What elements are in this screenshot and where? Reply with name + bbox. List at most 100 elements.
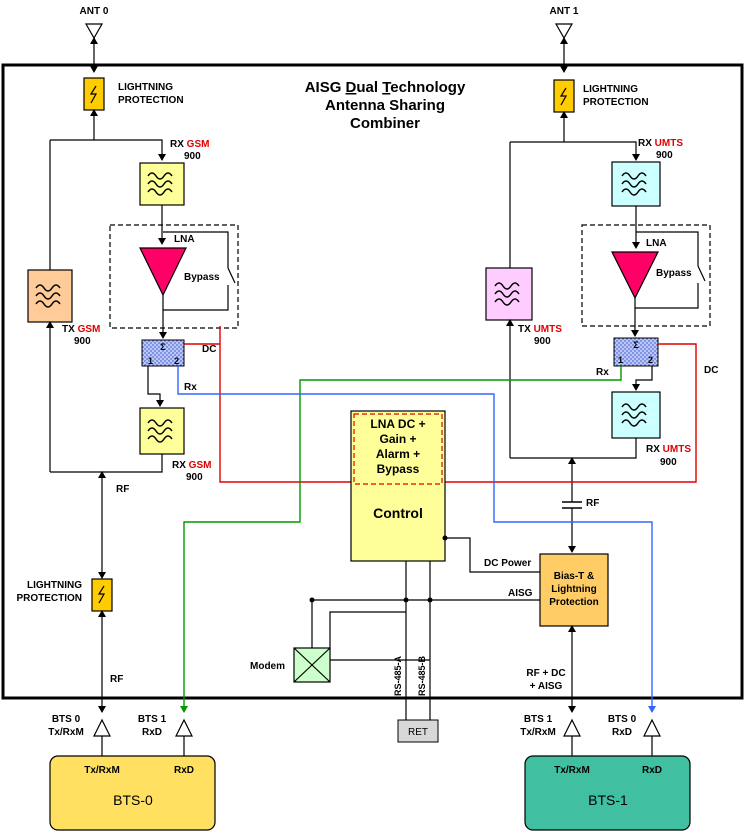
rf-label-left-2: RF: [110, 674, 123, 685]
rx-umts-filter: RX UMTS 900: [611, 138, 683, 207]
svg-text:PROTECTION: PROTECTION: [16, 593, 82, 604]
control-block: LNA DC + Gain + Alarm + Bypass Control: [350, 410, 446, 562]
rx-gsm-filter-2: RX GSM 900: [139, 407, 211, 483]
svg-text:Gain +: Gain +: [379, 432, 416, 446]
svg-text:BTS-1: BTS-1: [588, 792, 628, 808]
amplifier-icon: [139, 247, 187, 297]
svg-text:LNA: LNA: [646, 238, 667, 249]
svg-text:ANT 1: ANT 1: [550, 6, 579, 17]
svg-text:900: 900: [74, 336, 91, 347]
port-bts0-txrxm: BTS 0 Tx/RxM: [48, 714, 111, 756]
rf-label-right: RF: [586, 498, 599, 509]
svg-text:LNA: LNA: [174, 234, 195, 245]
rx-umts-filter-2: RX UMTS 900: [611, 391, 691, 468]
lna-bypass-box: [109, 224, 239, 329]
svg-text:Control: Control: [373, 505, 423, 521]
lightning-icon: [97, 585, 106, 604]
bypass-gsm: Bypass: [163, 231, 236, 311]
svg-text:RX UMTS: RX UMTS: [646, 444, 691, 455]
svg-text:Antenna Sharing: Antenna Sharing: [325, 97, 445, 114]
antenna-port-icon: [563, 718, 581, 737]
rs485b-label: RS-485-B: [417, 655, 427, 696]
amplifier-icon: [611, 251, 659, 300]
rs485a-label: RS-485-A: [393, 655, 403, 696]
antenna-0: ANT 0: [80, 6, 109, 73]
modem: Modem: [250, 647, 331, 683]
antenna-1: ANT 1: [550, 6, 579, 73]
svg-text:RET: RET: [408, 727, 428, 738]
svg-text:900: 900: [186, 472, 203, 483]
bts-1: Tx/RxM RxD BTS-1: [524, 755, 691, 831]
svg-text:TX UMTS: TX UMTS: [518, 324, 562, 335]
svg-text:900: 900: [656, 150, 673, 161]
dc-label-left: DC: [202, 344, 216, 355]
svg-text:PROTECTION: PROTECTION: [583, 97, 649, 108]
svg-text:Tx/RxM: Tx/RxM: [520, 727, 556, 738]
lna-bypass-box-right: [581, 224, 711, 327]
antenna-1-icon: [554, 23, 574, 40]
ret-connector: RET: [397, 719, 439, 743]
svg-text:RxD: RxD: [174, 765, 194, 776]
svg-text:PROTECTION: PROTECTION: [118, 95, 184, 106]
combiner-enclosure: [1, 63, 744, 700]
bias-t-block: Bias-T & Lightning Protection: [539, 553, 609, 627]
svg-text:RxD: RxD: [642, 765, 662, 776]
svg-text:LNA DC +: LNA DC +: [370, 417, 425, 431]
combiner-gsm: Σ 1 2: [141, 339, 185, 367]
svg-text:BTS 0: BTS 0: [608, 714, 637, 725]
bts-0: Tx/RxM RxD BTS-0: [49, 755, 216, 831]
dc-label-right: DC: [704, 365, 718, 376]
svg-text:+ AISG: + AISG: [530, 681, 563, 692]
svg-text:900: 900: [184, 151, 201, 162]
rx-label-right: Rx: [596, 367, 609, 378]
svg-text:RxD: RxD: [142, 727, 162, 738]
svg-text:LIGHTNING: LIGHTNING: [583, 84, 638, 95]
svg-text:BTS 1: BTS 1: [524, 714, 553, 725]
antenna-port-icon: [93, 718, 111, 737]
svg-text:Σ: Σ: [633, 340, 639, 350]
svg-text:BTS 0: BTS 0: [52, 714, 81, 725]
rx-gsm-filter: RX GSM 900: [139, 139, 209, 206]
svg-text:Bypass: Bypass: [377, 462, 420, 476]
svg-text:BTS 1: BTS 1: [138, 714, 167, 725]
svg-text:1: 1: [618, 355, 623, 365]
svg-text:TX GSM: TX GSM: [62, 324, 100, 335]
signal-line-green: [180, 366, 622, 713]
svg-text:LIGHTNING: LIGHTNING: [118, 82, 173, 93]
title: AISG Dual Technology Antenna Sharing Com…: [305, 79, 466, 132]
svg-text:Protection: Protection: [549, 597, 598, 608]
antenna-0-icon: [84, 23, 104, 40]
antenna-port-icon: [175, 718, 193, 737]
svg-text:2: 2: [174, 356, 179, 366]
lightning-icon: [559, 87, 568, 106]
antenna-port-icon: [643, 718, 661, 737]
svg-text:RX UMTS: RX UMTS: [638, 138, 683, 149]
svg-text:Σ: Σ: [160, 342, 166, 352]
svg-text:Combiner: Combiner: [350, 115, 420, 132]
svg-text:LIGHTNING: LIGHTNING: [27, 580, 82, 591]
lightning-protection-ant1: LIGHTNING PROTECTION: [553, 79, 649, 113]
dc-line-red: [219, 326, 697, 483]
tx-umts-filter: TX UMTS 900: [485, 267, 562, 347]
svg-text:AISG Dual Technology: AISG Dual Technology: [305, 79, 466, 96]
svg-text:Lightning: Lightning: [551, 584, 597, 595]
lna-gsm: LNA: [139, 234, 195, 297]
svg-text:Tx/RxM: Tx/RxM: [48, 727, 84, 738]
lightning-protection-ant0: LIGHTNING PROTECTION: [83, 77, 184, 111]
rf-label-left: RF: [116, 484, 129, 495]
bypass-umts: Bypass: [635, 231, 706, 309]
svg-text:Tx/RxM: Tx/RxM: [84, 765, 120, 776]
svg-text:Bias-T &: Bias-T &: [554, 571, 595, 582]
port-bts1-txrxm: BTS 1 Tx/RxM: [520, 714, 581, 756]
svg-text:2: 2: [648, 355, 653, 365]
svg-text:Bypass: Bypass: [656, 268, 692, 279]
svg-text:BTS-0: BTS-0: [113, 792, 153, 808]
rf-dc-aisg-label: RF + DC: [526, 668, 565, 679]
lightning-icon: [89, 85, 98, 104]
svg-text:RX GSM: RX GSM: [172, 460, 211, 471]
svg-text:ANT 0: ANT 0: [80, 6, 109, 17]
lightning-protection-bts0: LIGHTNING PROTECTION: [16, 578, 113, 612]
svg-text:RX GSM: RX GSM: [170, 139, 209, 150]
port-bts0-rxd: BTS 0 RxD: [608, 714, 661, 756]
svg-text:RxD: RxD: [612, 727, 632, 738]
